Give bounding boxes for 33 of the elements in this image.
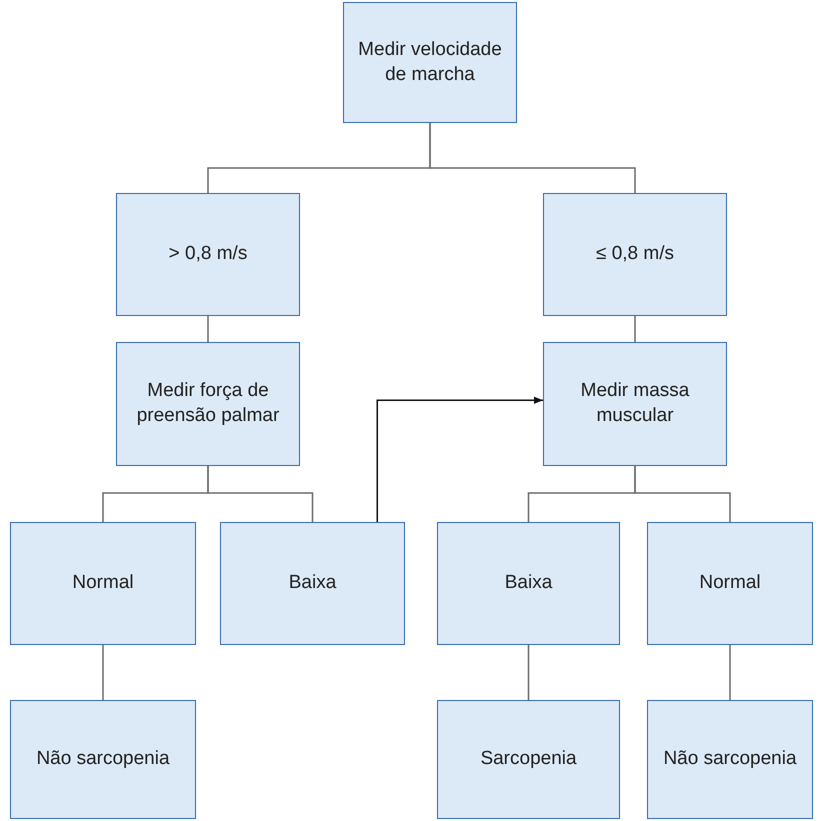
process-box — [437, 522, 620, 645]
connector-line — [207, 316, 209, 342]
box-label: Sarcopenia — [480, 747, 577, 772]
process-box — [343, 2, 517, 123]
arrow — [376, 396, 543, 522]
process-box — [220, 522, 405, 645]
box-label: > 0,8 m/s — [168, 242, 248, 266]
process-box — [647, 522, 813, 645]
box-label: Normal — [699, 571, 761, 596]
box-label: Medir força de preensão palmar — [136, 379, 280, 428]
process-box — [647, 700, 813, 819]
box-label: ≤ 0,8 m/s — [596, 242, 674, 266]
connector-line — [729, 645, 731, 700]
box-label: Normal — [72, 571, 134, 596]
box-label: Baixa — [504, 571, 552, 596]
connector-line — [429, 123, 636, 193]
connector-line — [634, 466, 731, 522]
box-label: Baixa — [288, 571, 336, 596]
box-label: Medir velocidade de marcha — [357, 38, 503, 86]
connector-line — [102, 645, 104, 700]
box-label: Não sarcopenia — [663, 747, 797, 772]
connector-line — [634, 316, 636, 342]
process-box — [437, 700, 620, 819]
process-box — [116, 193, 300, 316]
process-box — [10, 522, 196, 645]
box-label: Medir massa muscular — [580, 379, 690, 428]
box-label: Não sarcopenia — [36, 747, 170, 772]
process-box — [10, 700, 196, 819]
connector-line — [207, 466, 314, 522]
process-box — [116, 342, 300, 466]
process-box — [543, 193, 727, 316]
connector-line — [528, 645, 530, 700]
process-box — [543, 342, 727, 466]
